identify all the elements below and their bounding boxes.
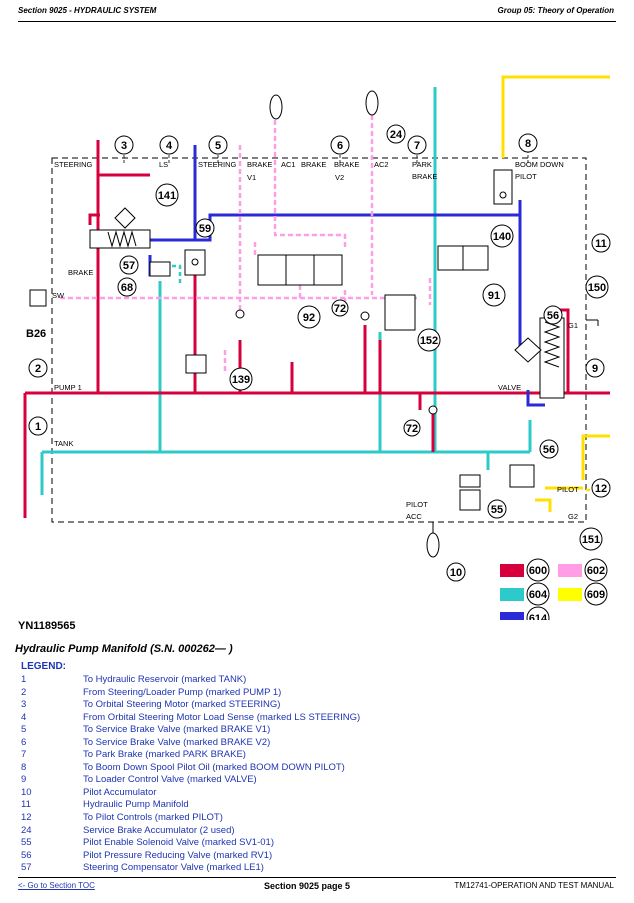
label-pilot-acc-2: ACC	[406, 512, 422, 521]
callouts	[28, 124, 611, 582]
svg-text:609: 609	[587, 589, 605, 601]
label-brake-side: BRAKE	[68, 268, 93, 277]
svg-text:11: 11	[595, 238, 607, 250]
label-b26: B26	[26, 328, 46, 340]
footer-rule	[18, 877, 616, 878]
manual-title: TM12741-OPERATION AND TEST MANUAL	[454, 881, 614, 890]
svg-text:57: 57	[123, 260, 135, 272]
svg-text:139: 139	[232, 374, 250, 386]
label-tank: TANK	[54, 439, 73, 448]
toc-link[interactable]: <- Go to Section TOC	[18, 881, 95, 890]
svg-text:24: 24	[390, 129, 403, 141]
svg-text:6: 6	[337, 140, 343, 152]
label-brake-2: BRAKE	[301, 160, 326, 169]
components	[29, 169, 565, 511]
svg-text:55: 55	[491, 504, 503, 516]
label-pilot-right: PILOT	[557, 485, 579, 494]
label-ls: LS	[159, 160, 168, 169]
svg-text:140: 140	[493, 231, 511, 243]
svg-text:91: 91	[488, 290, 500, 302]
label-g2: G2	[568, 512, 578, 521]
svg-text:602: 602	[587, 565, 605, 577]
pump-lines	[23, 140, 610, 518]
svg-text:92: 92	[303, 312, 315, 324]
svg-text:5: 5	[215, 140, 221, 152]
color-key: 600 602 604 609 614	[500, 558, 608, 620]
svg-text:7: 7	[414, 140, 420, 152]
label-v1: V1	[247, 173, 256, 182]
svg-text:141: 141	[158, 190, 176, 202]
label-v2: V2	[335, 173, 344, 182]
ls-lines	[148, 145, 545, 407]
accumulators	[269, 90, 440, 558]
svg-text:10: 10	[450, 567, 462, 579]
svg-text:8: 8	[525, 138, 531, 150]
label-steering-2: STEERING	[198, 160, 237, 169]
label-pump1: PUMP 1	[54, 383, 82, 392]
label-ac1: AC1	[281, 160, 296, 169]
hydraulic-schematic: STEERING LS STEERING BRAKE AC1 V1 BRAKE …	[23, 75, 611, 620]
label-pilot-acc-1: PILOT	[406, 500, 428, 509]
figure-caption: Hydraulic Pump Manifold (S.N. 000262— )	[15, 643, 233, 655]
svg-text:12: 12	[595, 483, 607, 495]
label-g1: G1	[568, 321, 578, 330]
callout-numbers: 3 4 5 6 24 7 8 11 141 59 57 68 140 91 92…	[35, 129, 607, 579]
svg-text:9: 9	[592, 363, 598, 375]
svg-text:68: 68	[121, 282, 133, 294]
header-group-title: Group 05: Theory of Operation	[497, 6, 614, 15]
svg-text:604: 604	[529, 589, 548, 601]
svg-text:614: 614	[529, 613, 548, 620]
label-valve: VALVE	[498, 383, 521, 392]
svg-text:150: 150	[588, 282, 606, 294]
label-park: PARK	[412, 160, 432, 169]
label-steering: STEERING	[54, 160, 93, 169]
svg-text:2: 2	[35, 363, 41, 375]
svg-text:151: 151	[582, 534, 600, 546]
svg-text:72: 72	[334, 303, 346, 315]
label-ac2: AC2	[374, 160, 389, 169]
label-brake-3: BRAKE	[334, 160, 359, 169]
label-pilot-top: PILOT	[515, 172, 537, 181]
label-sw: SW	[52, 291, 65, 300]
svg-text:3: 3	[121, 140, 127, 152]
pilot-lines	[501, 75, 610, 512]
label-brake-v1: BRAKE	[247, 160, 272, 169]
label-boom-down: BOOM DOWN	[515, 160, 564, 169]
label-park-brake: BRAKE	[412, 172, 437, 181]
svg-text:56: 56	[547, 310, 559, 322]
tank-lines	[40, 87, 532, 495]
svg-text:152: 152	[420, 335, 438, 347]
header-rule	[18, 21, 616, 22]
page-number: Section 9025 page 5	[264, 881, 351, 891]
header-section-title: Section 9025 - HYDRAULIC SYSTEM	[18, 6, 157, 15]
svg-text:4: 4	[166, 140, 173, 152]
svg-text:72: 72	[406, 423, 418, 435]
figure-id: YN1189565	[18, 620, 76, 632]
legend-title: LEGEND:	[21, 661, 66, 672]
manifold-boundary	[51, 157, 587, 523]
port-labels: STEERING LS STEERING BRAKE AC1 V1 BRAKE …	[26, 160, 579, 521]
svg-text:59: 59	[199, 223, 211, 235]
brake-lines	[60, 115, 432, 372]
svg-text:600: 600	[529, 565, 547, 577]
svg-text:56: 56	[543, 444, 555, 456]
svg-text:1: 1	[35, 421, 41, 433]
